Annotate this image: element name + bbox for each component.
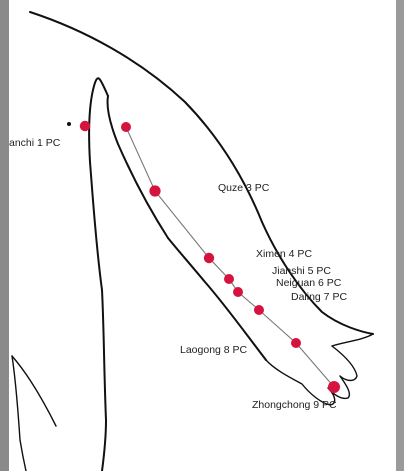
thumb-outline xyxy=(332,334,373,346)
ximen-4-pc-point xyxy=(204,253,214,263)
label-neiguan-6-pc: Neiguan 6 PC xyxy=(276,277,342,289)
torso-fragment-left xyxy=(12,356,26,471)
upper-arm-inner-contour xyxy=(107,96,168,238)
zhongchong-9-pc-point xyxy=(328,381,340,393)
label-zhongchong-9-pc: Zhongchong 9 PC xyxy=(252,399,337,411)
label-daling-7-pc: Daling 7 PC xyxy=(291,291,347,303)
right-edge-band xyxy=(396,0,404,471)
quze-3-pc-point xyxy=(149,185,160,196)
label-tianchi-1-pc: anchi 1 PC xyxy=(9,137,61,149)
pc-2-point xyxy=(121,122,131,132)
laogong-8-pc-point xyxy=(291,338,301,348)
nipple-marker xyxy=(67,122,71,126)
label-ximen-4-pc: Ximen 4 PC xyxy=(256,248,312,260)
torso-side-outline xyxy=(102,290,106,471)
neiguan-6-pc-point xyxy=(233,287,243,297)
tianchi-1-pc-point xyxy=(80,121,90,131)
hand-outline xyxy=(266,346,357,405)
label-quze-3-pc: Quze 3 PC xyxy=(218,182,270,194)
armpit-outline xyxy=(89,78,108,290)
jianshi-5-pc-point xyxy=(224,274,234,284)
arm-inner-contour xyxy=(168,238,266,360)
label-laogong-8-pc: Laogong 8 PC xyxy=(180,344,248,356)
left-edge-band xyxy=(0,0,9,471)
daling-7-pc-point xyxy=(254,305,264,315)
label-jianshi-5-pc: Jianshi 5 PC xyxy=(272,265,331,277)
